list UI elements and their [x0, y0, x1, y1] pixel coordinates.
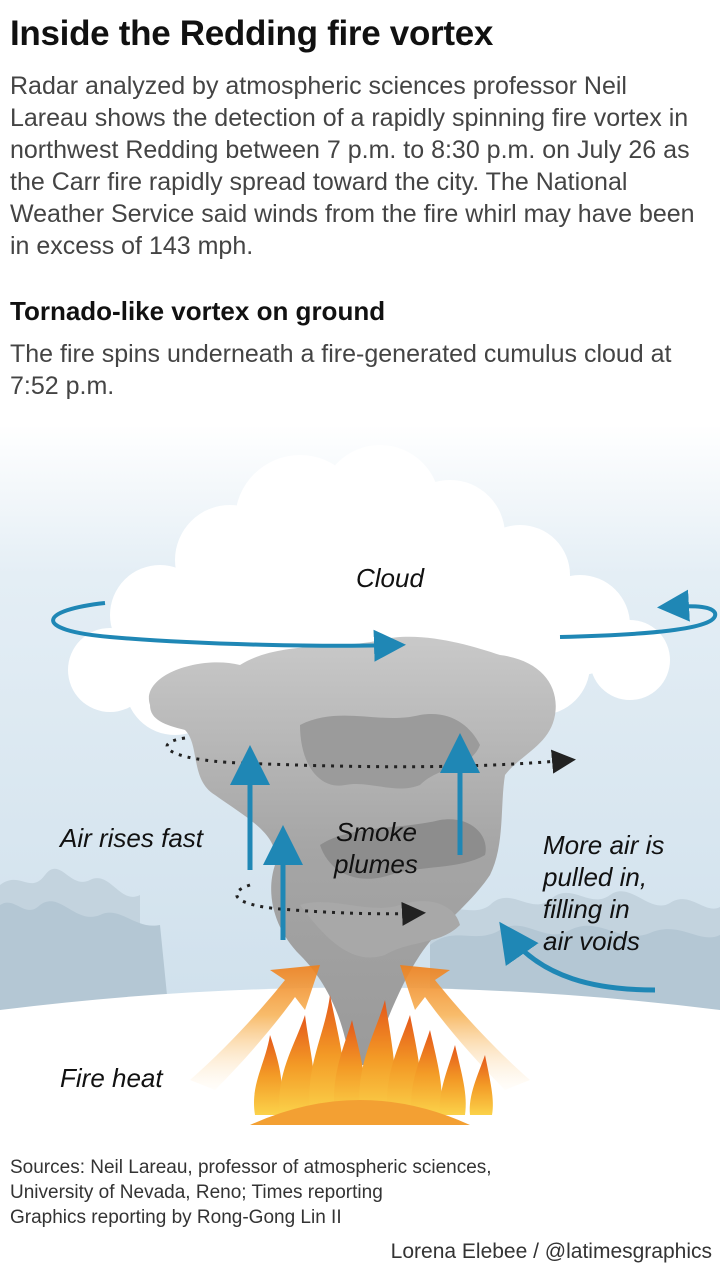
- diagram-illustration: [0, 425, 720, 1145]
- section-heading: Tornado-like vortex on ground: [10, 296, 386, 326]
- label-smoke-1: Smoke: [336, 817, 417, 847]
- sources-line-1: Sources: Neil Lareau, professor of atmos…: [10, 1157, 492, 1178]
- low-rotation-dotted-arrow: [235, 883, 426, 926]
- sources-block: Sources: Neil Lareau, professor of atmos…: [10, 1155, 710, 1230]
- page-title: Inside the Redding fire vortex: [10, 14, 494, 53]
- label-pulled-3: filling in: [543, 894, 630, 924]
- fire-vortex-diagram: Cloud Air rises fast Smoke plumes More a…: [0, 425, 720, 1145]
- cumulus-cloud: [68, 445, 670, 735]
- sources-line-3: Graphics reporting by Rong-Gong Lin II: [10, 1207, 342, 1228]
- graphic-credit: Lorena Elebee / @latimesgraphics: [390, 1240, 712, 1263]
- label-pulled-1: More air is: [543, 830, 665, 860]
- label-pulled-2: pulled in,: [543, 862, 648, 892]
- section-text: The fire spins underneath a fire-generat…: [10, 340, 672, 400]
- intro-paragraph: Radar analyzed by atmospheric sciences p…: [10, 72, 695, 260]
- label-smoke-2: plumes: [334, 849, 418, 879]
- sources-line-2: University of Nevada, Reno; Times report…: [10, 1182, 383, 1203]
- inflow-arrow: [499, 921, 656, 993]
- fire-heat-arrows: [190, 965, 530, 1090]
- upper-rotation-arrow: [51, 589, 718, 662]
- mid-rotation-dotted-arrow: [165, 736, 576, 774]
- rising-air-arrows: [230, 733, 480, 940]
- label-air-rises: Air rises fast: [60, 823, 204, 853]
- label-fire-heat: Fire heat: [60, 1063, 163, 1093]
- fire-flames: [250, 995, 493, 1125]
- label-pulled-4: air voids: [543, 926, 640, 956]
- label-cloud: Cloud: [356, 563, 424, 593]
